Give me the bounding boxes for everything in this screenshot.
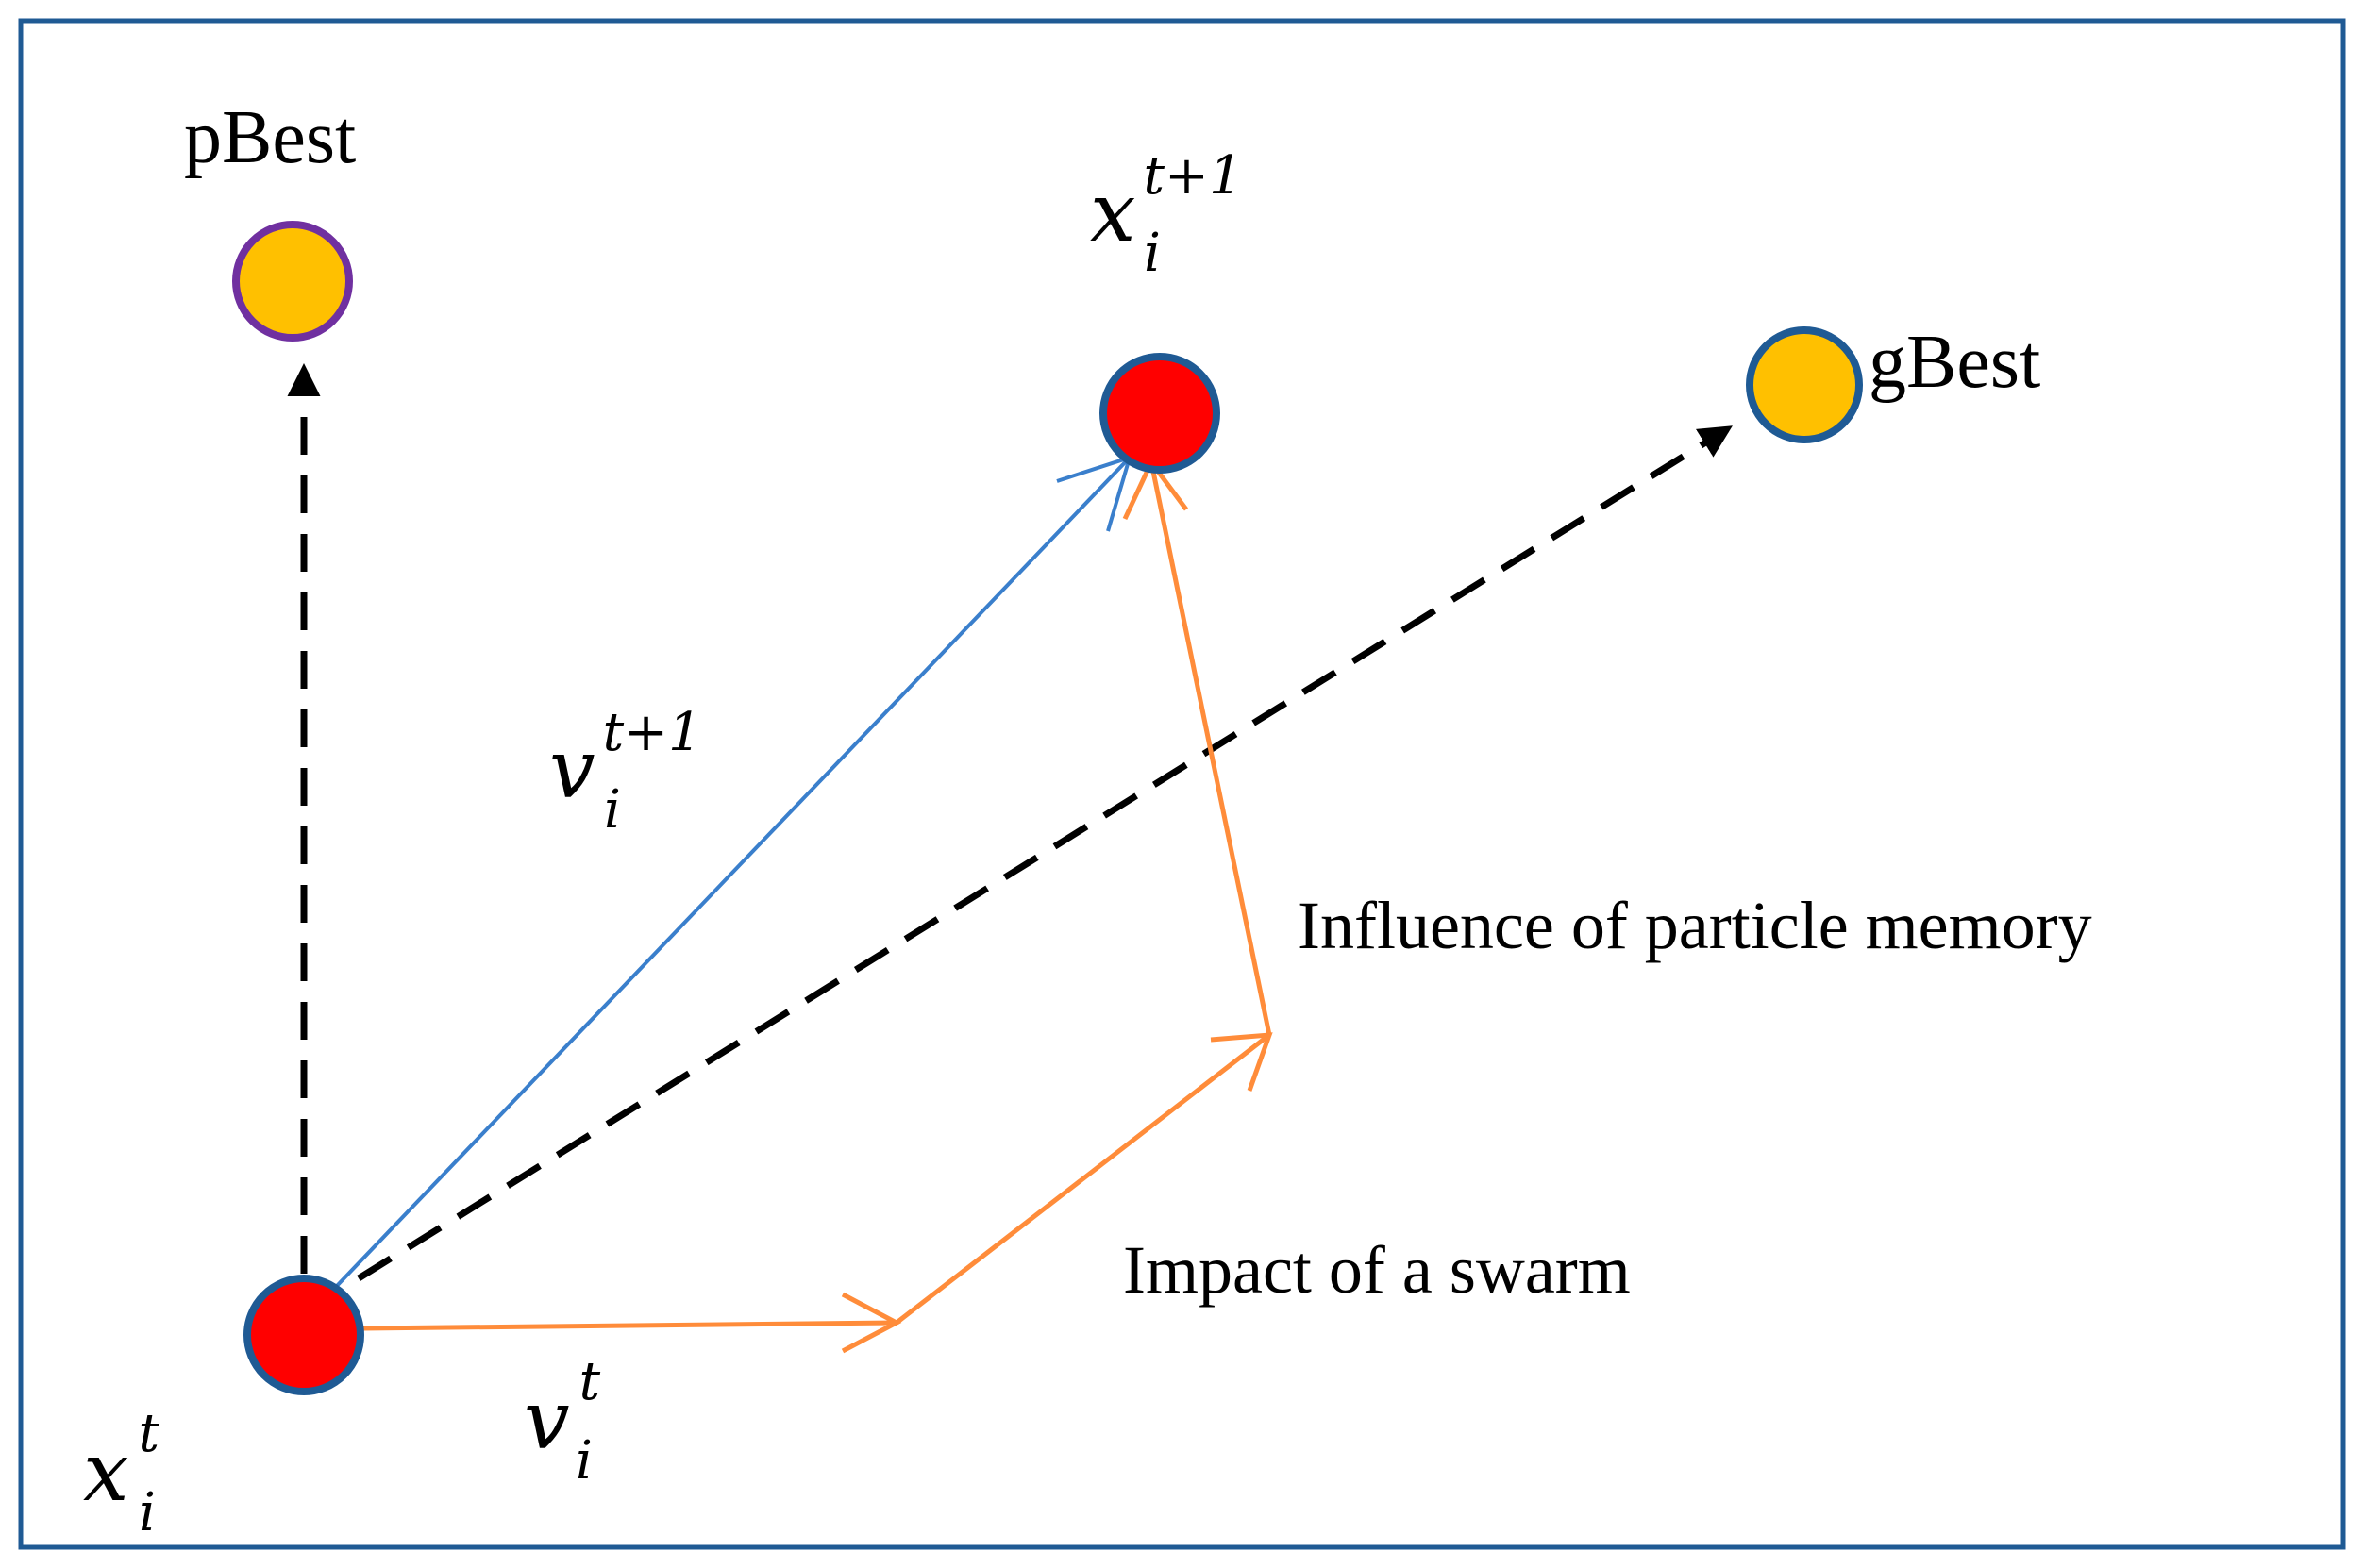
pbest-label: pBest bbox=[184, 96, 356, 179]
particle-current-node bbox=[243, 1275, 364, 1395]
gbest-label: gBest bbox=[1869, 321, 2040, 404]
gbest-node bbox=[1746, 326, 1863, 443]
velocity-current-arrow bbox=[362, 1292, 902, 1354]
memory-influence-arrow bbox=[1122, 458, 1272, 1036]
memory-label: Influence of particle memory bbox=[1298, 888, 2092, 963]
swarm-label: Impact of a swarm bbox=[1123, 1232, 1631, 1308]
pbest-node bbox=[232, 221, 353, 342]
gbest-attraction-arrow bbox=[357, 425, 1733, 1281]
diagram-frame bbox=[18, 18, 2346, 1550]
particle-next-node bbox=[1099, 353, 1220, 474]
